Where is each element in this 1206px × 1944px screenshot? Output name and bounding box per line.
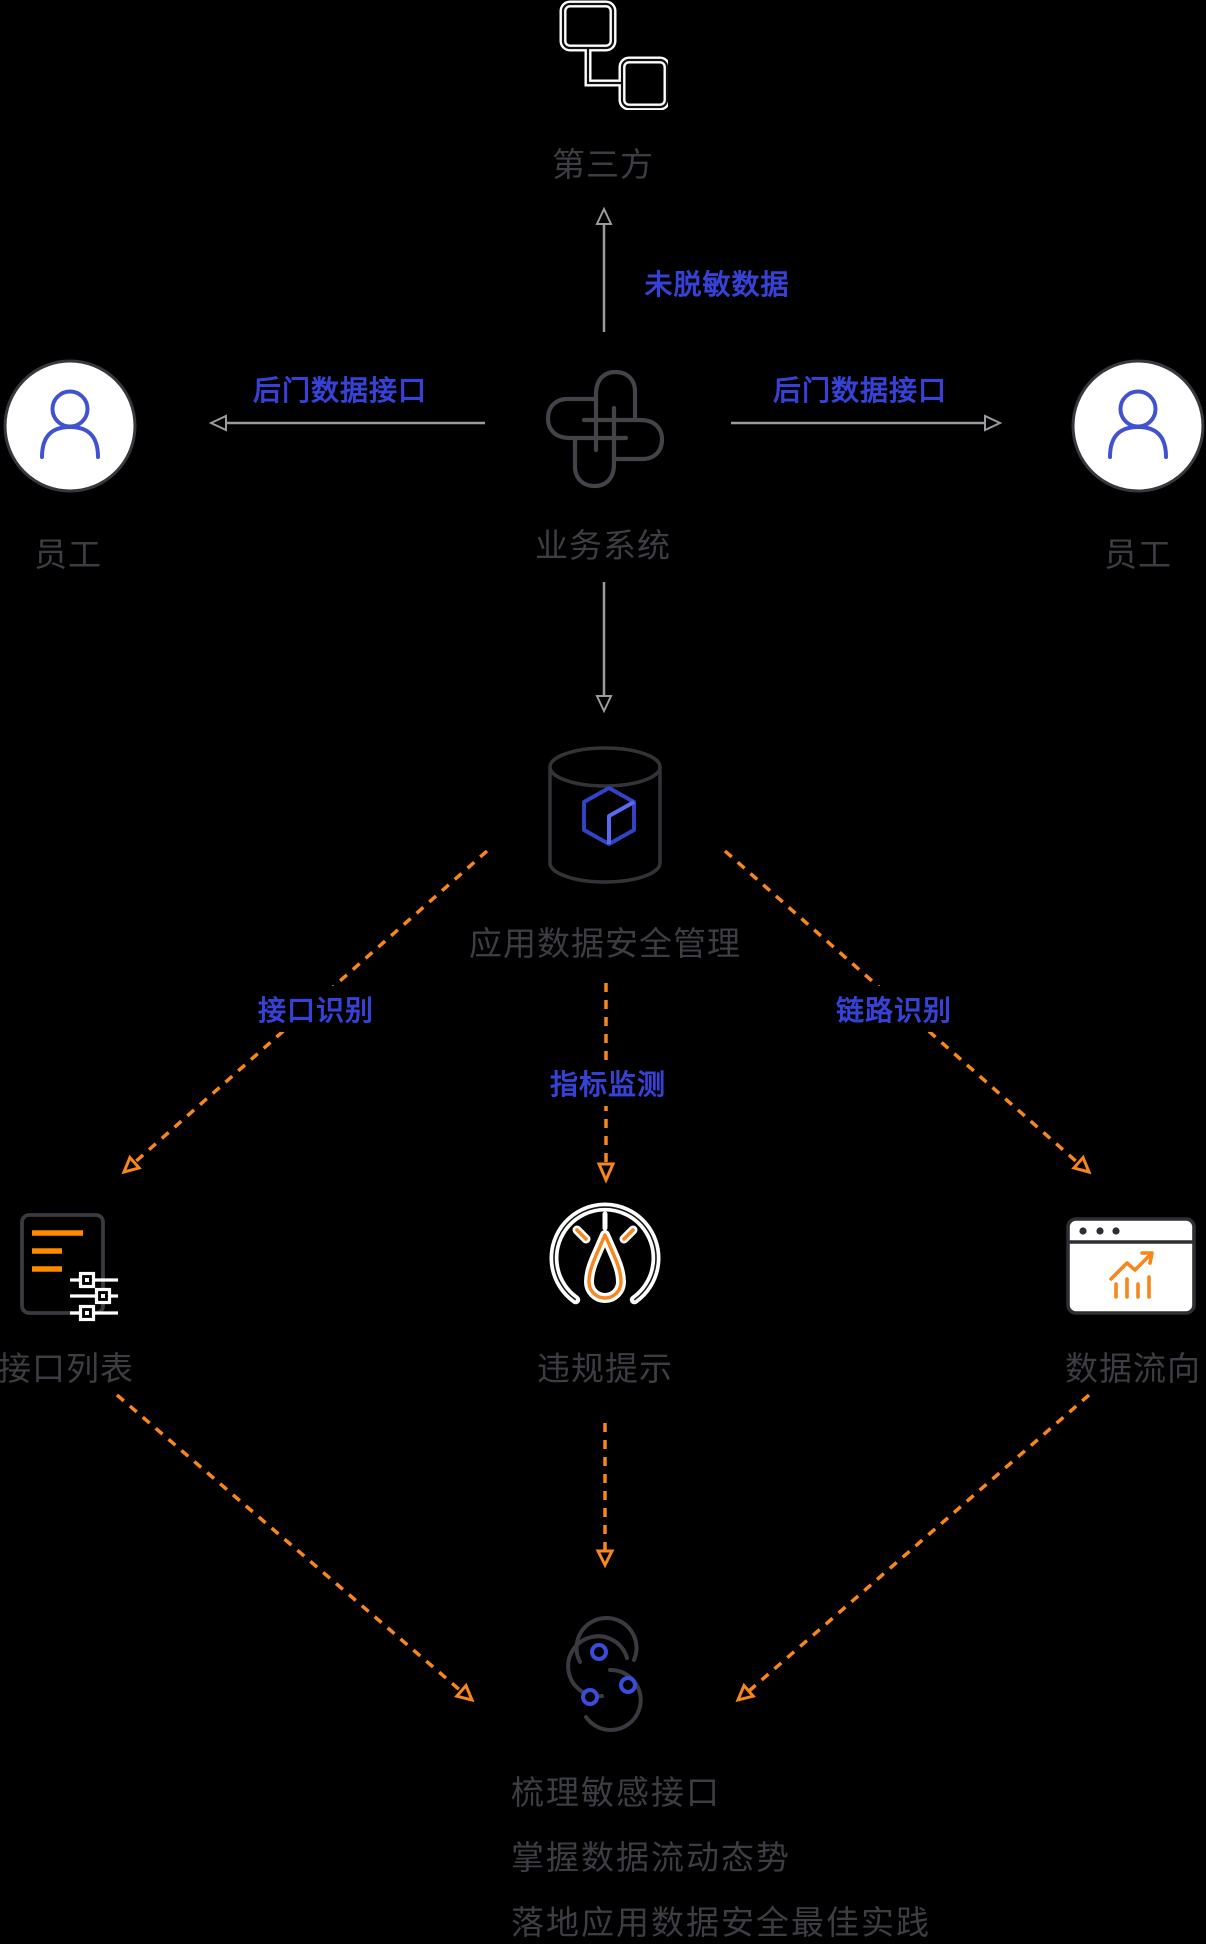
backdoor-left-edge-label: 后门数据接口 bbox=[243, 366, 437, 412]
interlocked-cross-icon bbox=[542, 366, 668, 492]
gray-arrows bbox=[208, 206, 1003, 714]
user-avatar-icon-right bbox=[1070, 358, 1206, 494]
employee-left-label: 员工 bbox=[34, 536, 102, 573]
gauge-icon bbox=[530, 1196, 680, 1324]
metric-monitor-edge-label: 指标监测 bbox=[540, 1060, 676, 1106]
summary-line-2: 掌握数据流动态势 bbox=[511, 1839, 791, 1876]
backdoor-right-edge-label: 后门数据接口 bbox=[763, 366, 957, 412]
link-identify-edge-label: 链路识别 bbox=[826, 986, 962, 1032]
summary-line-1: 梳理敏感接口 bbox=[511, 1774, 721, 1811]
third-party-label: 第三方 bbox=[552, 146, 654, 183]
data-flow-label: 数据流向 bbox=[1065, 1350, 1201, 1387]
database-cube-icon bbox=[545, 744, 665, 884]
flow-squares-icon bbox=[552, 0, 668, 110]
document-sliders-icon bbox=[15, 1207, 145, 1327]
business-system-label: 业务系统 bbox=[535, 527, 671, 564]
browser-chart-icon bbox=[1066, 1217, 1198, 1317]
violation-alert-label: 违规提示 bbox=[537, 1350, 673, 1387]
employee-right-label: 员工 bbox=[1104, 536, 1172, 573]
user-avatar-icon-left bbox=[2, 358, 138, 494]
api-list-label: 接口列表 bbox=[0, 1350, 134, 1387]
security-mgmt-label: 应用数据安全管理 bbox=[469, 925, 741, 962]
trefoil-swirl-icon bbox=[542, 1610, 668, 1736]
unmasked-data-edge-label: 未脱敏数据 bbox=[635, 260, 799, 306]
orange-arrowheads bbox=[121, 1154, 1092, 1703]
api-identify-edge-label: 接口识别 bbox=[248, 986, 384, 1032]
